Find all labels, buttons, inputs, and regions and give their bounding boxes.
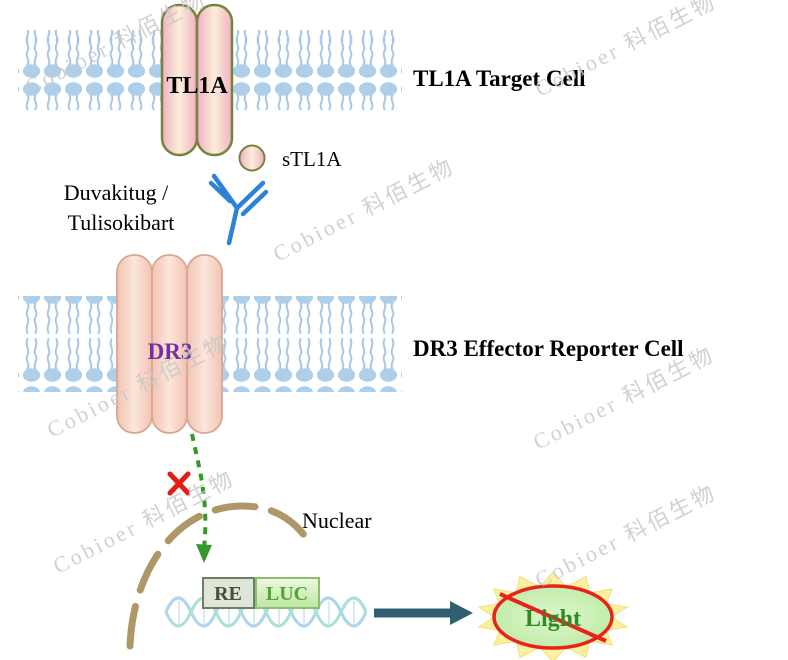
watermark-text: Cobioer 科佰生物 — [49, 465, 239, 578]
watermark-text: Cobioer 科佰生物 — [531, 0, 721, 101]
luc-box — [255, 577, 320, 609]
antibody-name-line1: Duvakitug / — [64, 180, 169, 205]
no-light-sign — [477, 571, 629, 660]
re-box — [202, 577, 255, 609]
signal-arrow — [190, 433, 212, 563]
result-arrow — [374, 601, 473, 625]
re-label: RE — [214, 583, 242, 605]
antibody-icon — [208, 173, 269, 246]
tl1a-protein — [160, 3, 234, 157]
luc-label: LUC — [266, 583, 308, 605]
prohibit-slash-icon — [499, 592, 607, 643]
stl1a-label: sTL1A — [282, 147, 342, 171]
result-arrowhead — [450, 601, 473, 625]
dr3-receptor — [116, 254, 223, 434]
stl1a-ligand-icon — [238, 144, 266, 172]
antibody-name-line2: Tulisokibart — [68, 210, 175, 235]
dr3-label: DR3 — [148, 339, 193, 364]
nuclear-membrane — [126, 502, 311, 650]
nuclear-label: Nuclear — [302, 508, 372, 533]
tl1a-label: TL1A — [166, 73, 228, 99]
target-cell-label: TL1A Target Cell — [413, 66, 586, 91]
blocked-x-icon — [167, 471, 191, 496]
light-label: Light — [525, 606, 581, 632]
watermark-text: Cobioer 科佰生物 — [531, 479, 721, 592]
signal-arrowhead — [196, 544, 212, 563]
reporter-cell-label: DR3 Effector Reporter Cell — [413, 336, 684, 361]
